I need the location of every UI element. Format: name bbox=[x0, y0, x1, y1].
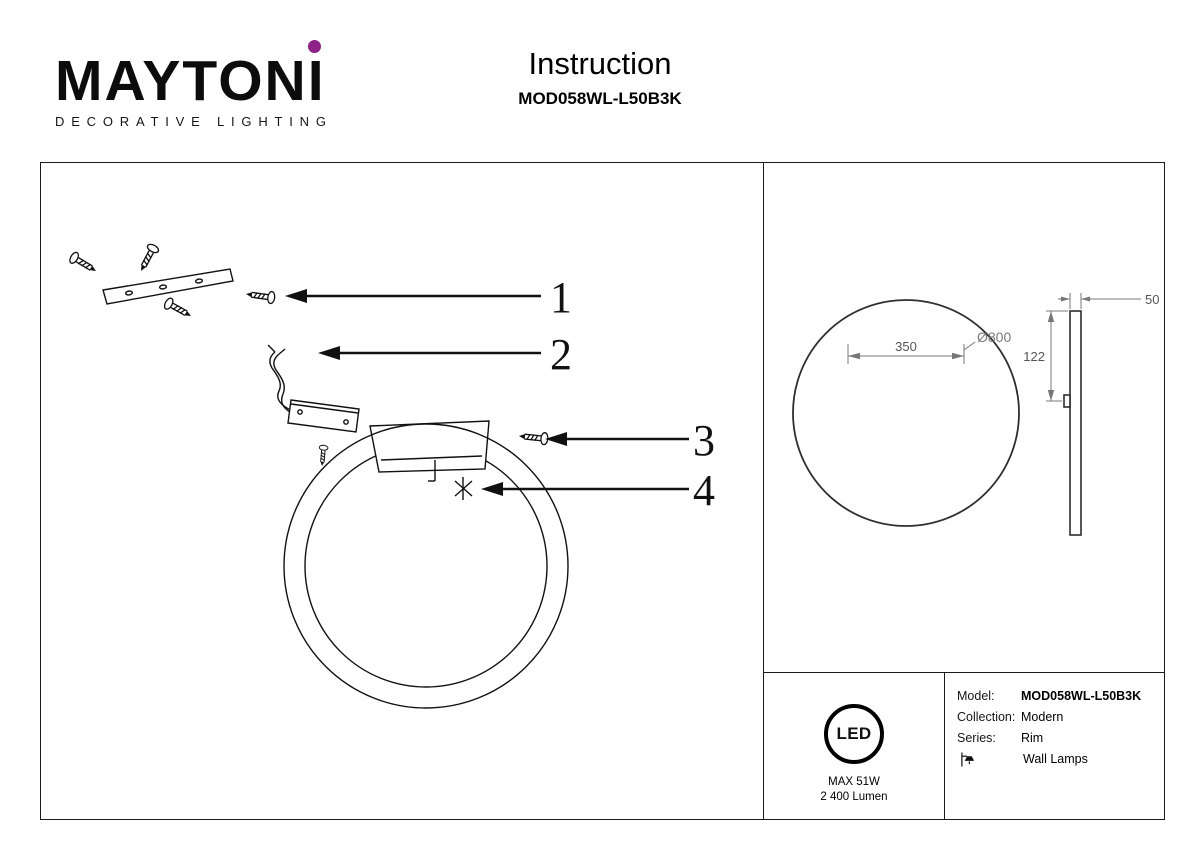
main-frame: 1 2 3 4 bbox=[40, 162, 1165, 820]
max-power: MAX 51W bbox=[828, 775, 880, 788]
callout-4: 4 bbox=[481, 466, 715, 515]
dim-bracket-width: 350 bbox=[895, 339, 917, 354]
screw-icon bbox=[162, 296, 195, 322]
dimension-drawing: 350 Ø800 bbox=[792, 292, 1159, 536]
callout-2-number: 2 bbox=[550, 330, 572, 379]
brand-wordmark: MAYTONI bbox=[55, 40, 326, 110]
collection-value: Modern bbox=[1021, 710, 1064, 724]
series-type-value: Wall Lamps bbox=[1023, 752, 1088, 766]
callout-1: 1 bbox=[285, 273, 572, 322]
power-cable bbox=[267, 344, 297, 416]
brand-logo: MAYTONI DECORATIVE LIGHTING bbox=[55, 40, 333, 129]
wall-lamp-icon bbox=[957, 752, 1023, 770]
brand-dot-icon bbox=[307, 40, 321, 53]
dim-offset: 122 bbox=[1023, 349, 1045, 364]
callout-2: 2 bbox=[318, 330, 572, 379]
lamp-ring-inner bbox=[304, 444, 548, 688]
callout-3-number: 3 bbox=[693, 416, 715, 465]
series-value: Rim bbox=[1021, 731, 1044, 745]
dim-depth: 50 bbox=[1145, 292, 1159, 307]
page-title: Instruction bbox=[528, 46, 672, 81]
brand-name: MAYTONI bbox=[55, 49, 326, 113]
driver-box bbox=[287, 399, 360, 433]
exploded-diagram: 1 2 3 4 bbox=[67, 241, 715, 709]
mounting-bracket bbox=[102, 268, 234, 305]
info-row-collection: Collection: Modern bbox=[957, 710, 1156, 724]
lamp-ring-outer bbox=[283, 423, 569, 709]
led-cell: LED MAX 51W 2 400 Lumen bbox=[764, 673, 944, 819]
page-model-number: MOD058WL-L50B3K bbox=[518, 89, 682, 108]
info-row-model: Model: MOD058WL-L50B3K bbox=[957, 689, 1156, 703]
fastener-clip bbox=[454, 477, 473, 500]
luminous-flux: 2 400 Lumen bbox=[820, 790, 888, 803]
screw-icon bbox=[135, 241, 161, 275]
led-logo-icon: LED bbox=[824, 703, 884, 764]
callout-4-number: 4 bbox=[693, 466, 715, 515]
model-label: Model: bbox=[957, 689, 995, 703]
ring-mount-plate bbox=[369, 420, 490, 482]
callouts: 1 2 3 4 bbox=[285, 273, 715, 515]
assembly-panel: 1 2 3 4 bbox=[41, 163, 763, 819]
led-label: LED bbox=[836, 723, 872, 743]
info-row-series-type: Wall Lamps bbox=[957, 752, 1156, 770]
brand-tagline: DECORATIVE LIGHTING bbox=[55, 114, 333, 129]
dimensions-area: 350 Ø800 bbox=[764, 163, 1164, 672]
screw-icon bbox=[517, 429, 550, 446]
model-value: MOD058WL-L50B3K bbox=[1021, 689, 1142, 703]
front-view-ring bbox=[792, 299, 1020, 527]
screw-icon bbox=[67, 250, 100, 277]
spec-panel: 350 Ø800 bbox=[763, 163, 1164, 819]
spec-strip: LED MAX 51W 2 400 Lumen Model: MOD058WL-… bbox=[764, 672, 1164, 819]
screw-icon bbox=[244, 287, 277, 305]
product-info: Model: MOD058WL-L50B3K Collection: Moder… bbox=[944, 673, 1164, 819]
info-row-series: Series: Rim bbox=[957, 731, 1156, 745]
collection-label: Collection: bbox=[957, 710, 1016, 724]
side-view-bracket bbox=[1063, 394, 1071, 408]
callout-3: 3 bbox=[545, 416, 715, 465]
screw-icon bbox=[317, 444, 329, 467]
callout-1-number: 1 bbox=[550, 273, 572, 322]
title-block: Instruction MOD058WL-L50B3K bbox=[0, 46, 1200, 109]
dim-diameter: Ø800 bbox=[977, 329, 1011, 345]
series-label: Series: bbox=[957, 731, 996, 745]
side-view-profile bbox=[1069, 310, 1082, 536]
